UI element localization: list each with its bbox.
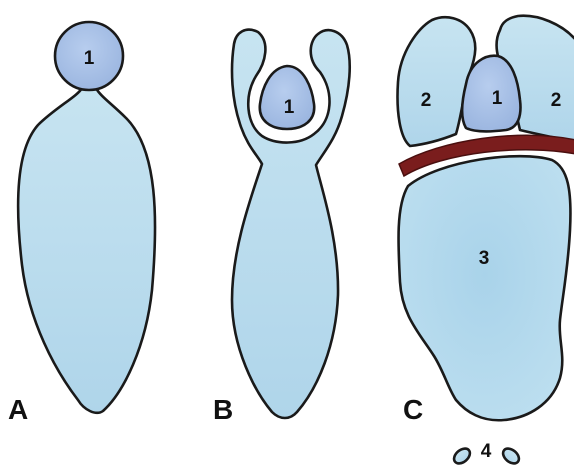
panel-c-left-piece-label: 2	[421, 90, 432, 111]
panel-c-letter: C	[403, 394, 423, 425]
panel-b: 1 B	[213, 30, 350, 425]
panel-a-large-cell	[18, 85, 155, 413]
panel-c-small-cell-label: 1	[492, 88, 503, 109]
panel-c-right-piece-label: 2	[551, 90, 562, 111]
panel-c-left-piece	[398, 17, 476, 146]
panel-c: 1 2 2 3 4 C	[398, 16, 574, 467]
panel-c-bottom-piece-right	[500, 446, 522, 467]
panel-c-large-cell-label: 3	[479, 248, 490, 269]
panel-a-small-cell-label: 1	[84, 48, 95, 69]
panel-c-bottom-piece-left	[451, 446, 473, 467]
panel-c-large-cell	[398, 156, 570, 420]
panel-b-small-cell-label: 1	[284, 97, 295, 118]
panel-b-letter: B	[213, 394, 233, 425]
panel-a-letter: A	[8, 394, 28, 425]
panel-a: 1 A	[8, 22, 155, 425]
panel-c-bottom-pieces-label: 4	[481, 441, 492, 462]
